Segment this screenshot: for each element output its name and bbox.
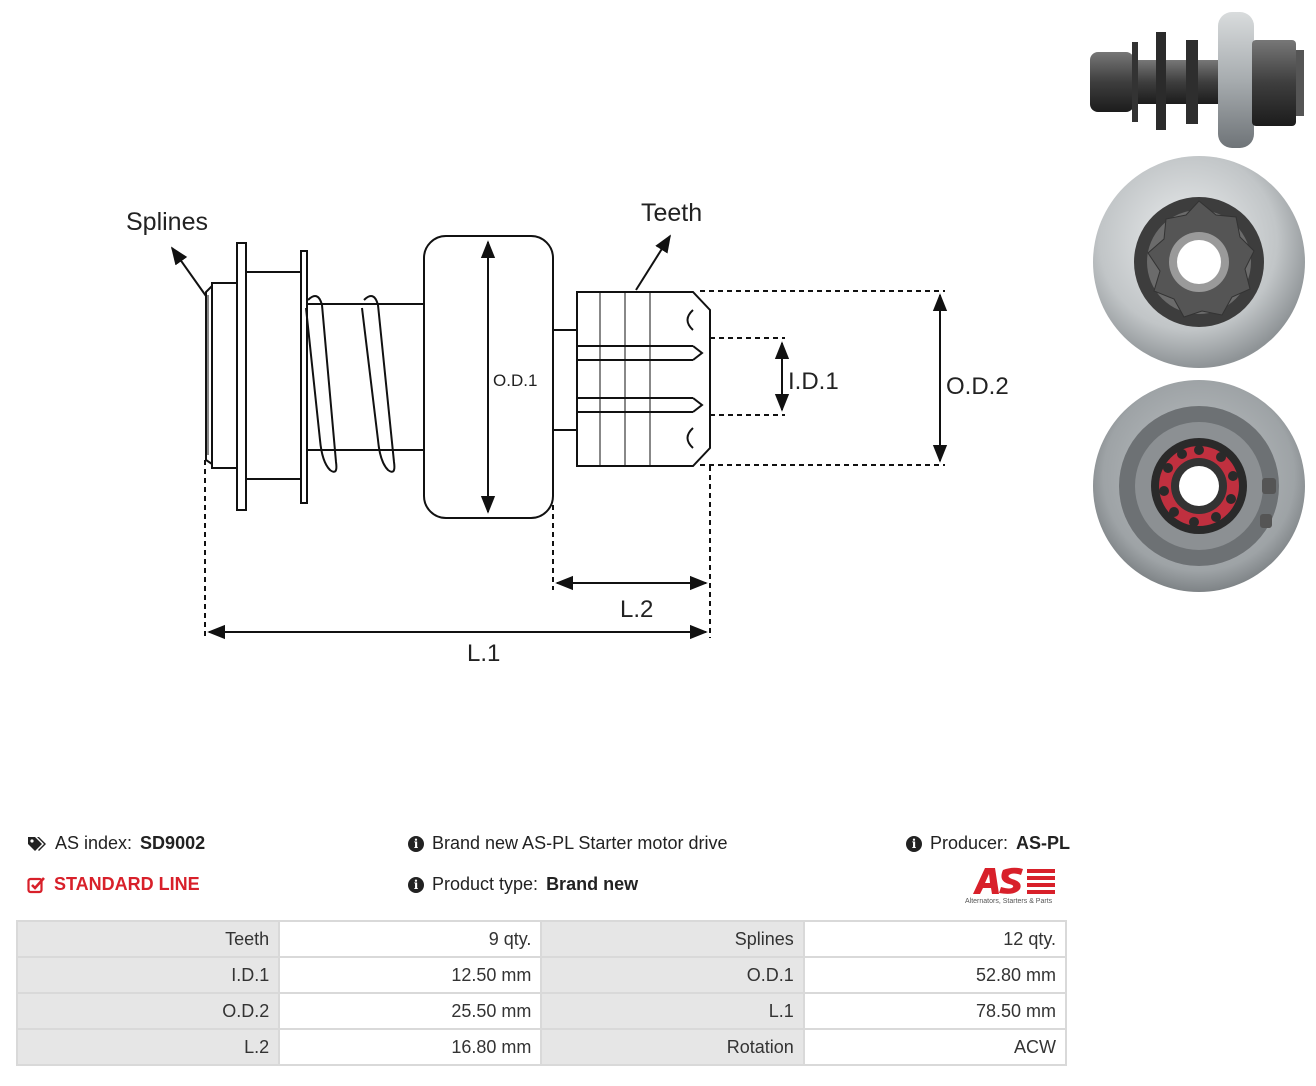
info-icon: i <box>408 876 424 893</box>
as-index-value: SD9002 <box>140 833 206 853</box>
id1-label: I.D.1 <box>788 368 839 395</box>
spec-value: 52.80 mm <box>802 956 1068 994</box>
product-type-label: Product type: <box>432 874 539 894</box>
producer-row: i Producer: AS-PL <box>906 833 1070 854</box>
spec-value: 12.50 mm <box>278 956 543 994</box>
splines-label: Splines <box>126 208 208 236</box>
producer-value: AS-PL <box>1016 833 1071 853</box>
standard-line-row: STANDARD LINE <box>27 874 200 895</box>
od1-label: O.D.1 <box>493 371 537 390</box>
technical-drawing: Splines Teeth O.D.1 I.D.1 O.D.2 L.2 L.1 <box>126 199 1009 667</box>
logo-tagline: Alternators, Starters & Parts <box>965 898 1053 905</box>
product-type-value: Brand new <box>546 874 639 894</box>
photo-rear-view-splines[interactable] <box>1090 378 1308 596</box>
spec-label: L.1 <box>540 992 805 1030</box>
producer-label: Producer: <box>930 833 1009 853</box>
table-row: Teeth 9 qty. Splines 12 qty. <box>15 920 1068 958</box>
table-row: L.2 16.80 mm Rotation ACW <box>15 1028 1068 1066</box>
spec-label: O.D.1 <box>540 956 805 994</box>
spec-value: 9 qty. <box>278 920 543 958</box>
teeth-label: Teeth <box>641 199 702 227</box>
spec-value: 16.80 mm <box>278 1028 543 1066</box>
specs-table: Teeth 9 qty. Splines 12 qty. I.D.1 12.50… <box>15 920 1068 1066</box>
info-icon: i <box>906 835 922 852</box>
spec-label: O.D.2 <box>15 992 281 1030</box>
standard-line-label: STANDARD LINE <box>54 874 200 894</box>
spec-label: I.D.1 <box>15 956 281 994</box>
spec-value: 78.50 mm <box>802 992 1068 1030</box>
product-type-row: i Product type: Brand new <box>408 874 638 895</box>
description-row: i Brand new AS-PL Starter motor drive <box>408 833 727 854</box>
photo-side-view[interactable] <box>1086 10 1308 152</box>
spec-label: Rotation <box>540 1028 805 1066</box>
l1-label: L.1 <box>467 640 500 667</box>
spec-label: L.2 <box>15 1028 281 1066</box>
spec-value: ACW <box>802 1028 1068 1066</box>
as-index-row: AS index: SD9002 <box>27 833 205 854</box>
spec-value: 25.50 mm <box>278 992 543 1030</box>
as-pl-logo <box>973 867 1055 894</box>
photo-front-view-pinion[interactable] <box>1090 153 1308 371</box>
l2-label: L.2 <box>620 596 653 623</box>
description-text: Brand new AS-PL Starter motor drive <box>432 833 728 853</box>
checkbox-checked-icon <box>27 876 46 894</box>
as-index-label: AS index: <box>55 833 133 853</box>
spec-value: 12 qty. <box>802 920 1068 958</box>
table-row: O.D.2 25.50 mm L.1 78.50 mm <box>15 992 1068 1030</box>
info-icon: i <box>408 835 424 852</box>
spec-label: Splines <box>540 920 805 958</box>
od2-label: O.D.2 <box>946 373 1009 400</box>
tags-icon <box>27 835 47 853</box>
spec-label: Teeth <box>15 920 281 958</box>
table-row: I.D.1 12.50 mm O.D.1 52.80 mm <box>15 956 1068 994</box>
